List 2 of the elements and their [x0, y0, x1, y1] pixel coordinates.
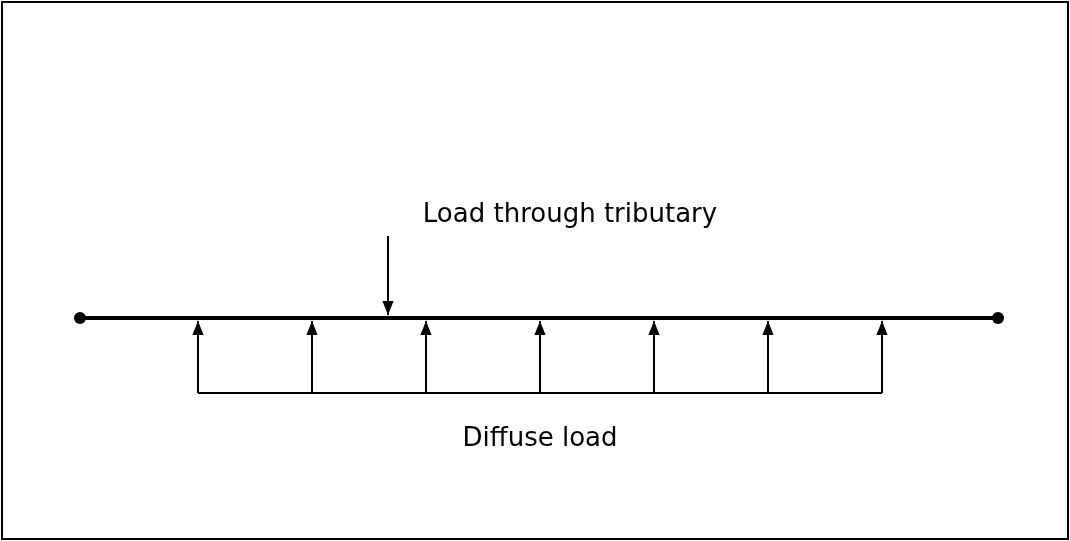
load-label: Load through tributary	[422, 198, 718, 228]
load-label: Diffuse load	[462, 422, 618, 452]
